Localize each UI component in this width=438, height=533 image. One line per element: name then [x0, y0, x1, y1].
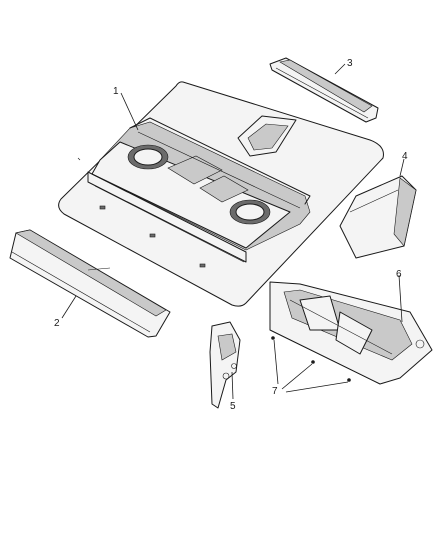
side-trim-panel — [339, 175, 417, 259]
callout-5: 5 — [230, 401, 236, 412]
fastener-dot — [311, 360, 315, 364]
callout-6: 6 — [396, 269, 402, 280]
callout-2: 2 — [54, 318, 60, 329]
lower-tray — [269, 281, 433, 385]
callout-1: 1 — [113, 86, 119, 97]
upper-rail — [269, 57, 379, 123]
clip — [149, 233, 156, 238]
shelf-trim-strip — [9, 229, 171, 338]
fasteners — [271, 336, 351, 382]
clip — [99, 205, 106, 210]
callout-7: 7 — [272, 386, 278, 397]
callout-3: 3 — [347, 58, 353, 69]
callout-4: 4 — [402, 151, 408, 162]
rear-shelf-panel — [58, 81, 384, 307]
leader-lines — [61, 63, 405, 400]
clip — [199, 263, 206, 268]
fastener-dot — [271, 336, 275, 340]
fastener-dot — [347, 378, 351, 382]
mounting-bracket — [209, 321, 241, 409]
